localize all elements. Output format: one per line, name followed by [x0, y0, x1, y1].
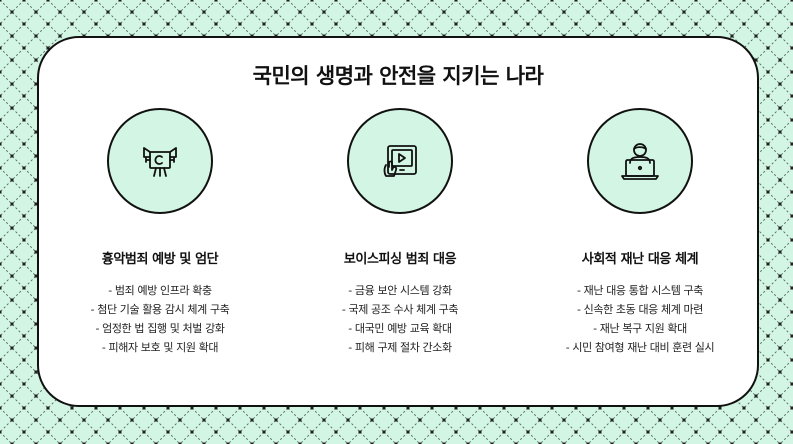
icon-circle	[587, 108, 693, 214]
icon-circle	[107, 108, 213, 214]
icon-circle	[347, 108, 453, 214]
section-heading: 보이스피싱 범죄 대응	[343, 252, 457, 267]
section-list: - 금융 보안 시스템 강화 - 국제 공조 수사 체계 구축 - 대국민 예방…	[341, 281, 459, 357]
tablet-play-icon	[383, 145, 417, 177]
list-item: - 국제 공조 수사 체계 구축	[341, 303, 459, 316]
list-item: - 재난 복구 지원 확대	[593, 322, 687, 335]
list-item: - 시민 참여형 재난 대비 훈련 실시	[565, 341, 715, 354]
section-crime-prevention: 흉악범죄 예방 및 엄단 - 범죄 예방 인프라 확충 - 첨단 기술 활용 감…	[40, 108, 280, 357]
list-item: - 재난 대응 통합 시스템 구축	[577, 284, 703, 297]
list-item: - 엄정한 법 집행 및 처벌 강화	[95, 322, 225, 335]
film-camera-icon	[143, 147, 177, 177]
list-item: - 대국민 예방 교육 확대	[348, 322, 452, 335]
section-disaster-response: 사회적 재난 대응 체계 - 재난 대응 통합 시스템 구축 - 신속한 초동 …	[520, 108, 760, 357]
list-item: - 첨단 기술 활용 감시 체계 구축	[90, 303, 230, 316]
list-item: - 피해자 보호 및 지원 확대	[101, 341, 219, 354]
list-item: - 신속한 초동 대응 체계 마련	[577, 303, 703, 316]
section-list: - 재난 대응 통합 시스템 구축 - 신속한 초동 대응 체계 마련 - 재난…	[566, 281, 715, 357]
content-card: 국민의 생명과 안전을 지키는 나라 흉악범죄 예방 및 엄단 - 범죄 예방 …	[37, 36, 759, 407]
section-heading: 흉악범죄 예방 및 엄단	[101, 252, 219, 267]
section-heading: 사회적 재난 대응 체계	[581, 252, 699, 267]
section-voice-phishing: 보이스피싱 범죄 대응 - 금융 보안 시스템 강화 - 국제 공조 수사 체계…	[280, 108, 520, 357]
list-item: - 범죄 예방 인프라 확충	[108, 284, 212, 297]
section-list: - 범죄 예방 인프라 확충 - 첨단 기술 활용 감시 체계 구축 - 엄정한…	[91, 281, 230, 357]
person-laptop-icon	[621, 143, 659, 180]
list-item: - 금융 보안 시스템 강화	[348, 284, 452, 297]
page-title: 국민의 생명과 안전을 지키는 나라	[252, 64, 544, 88]
list-item: - 피해 구제 절차 간소화	[348, 341, 452, 354]
